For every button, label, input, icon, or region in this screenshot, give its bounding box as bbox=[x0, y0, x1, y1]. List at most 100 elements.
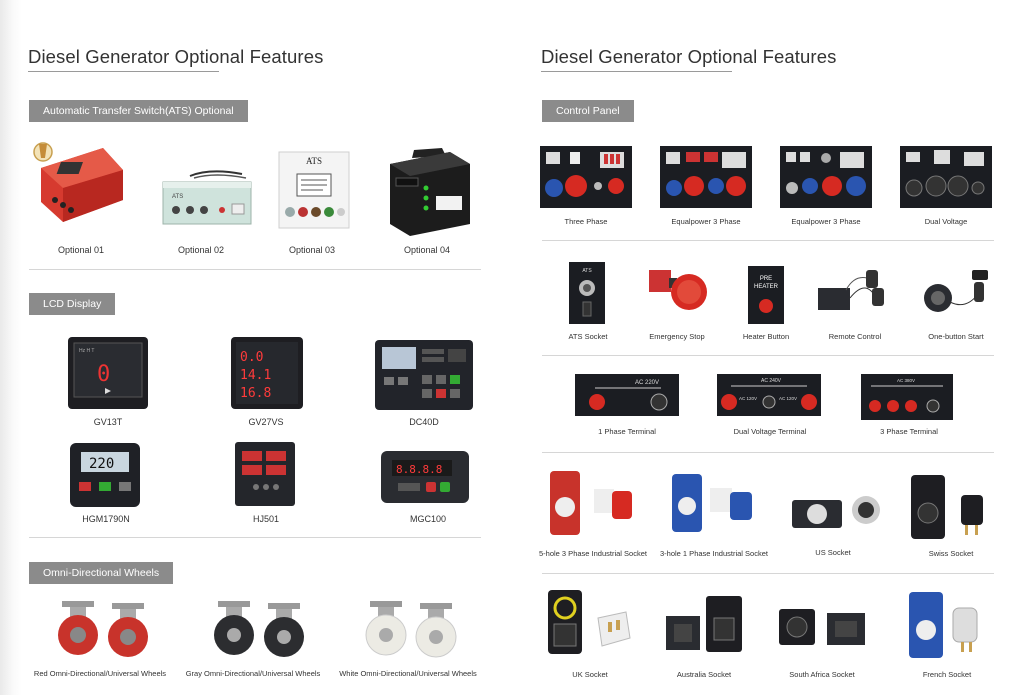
intl-caption-australia: Australia Socket bbox=[676, 670, 732, 679]
svg-text:Hz H T: Hz H T bbox=[79, 348, 94, 354]
panel-caption-equalpower-b: Equalpower 3 Phase bbox=[791, 217, 861, 226]
industrial-caption-3-hole: 3-hole 1 Phase Industrial Socket bbox=[660, 549, 768, 558]
terminal-220-label: AC 220V bbox=[635, 380, 659, 386]
gv27vs-line1: 0.0 bbox=[240, 350, 263, 365]
hgm-value: 220 bbox=[89, 456, 114, 472]
ats-caption-04: Optional 04 bbox=[403, 245, 451, 255]
socket-us-image bbox=[790, 490, 884, 538]
socket-australia-image bbox=[664, 592, 748, 658]
terminal-caption-1-phase: 1 Phase Terminal bbox=[598, 427, 656, 436]
industrial-caption-swiss: Swiss Socket bbox=[928, 549, 974, 558]
right-title-underline bbox=[541, 71, 732, 72]
left-page-title: Diesel Generator Optional Features bbox=[28, 46, 324, 67]
intl-caption-uk: UK Socket bbox=[572, 670, 608, 679]
ats03-title: ATS bbox=[306, 156, 322, 166]
industrial-caption-us: US Socket bbox=[815, 548, 851, 557]
wheels-caption-gray: Gray Omni-Directional/Universal Wheels bbox=[185, 669, 321, 678]
page-fold-shadow bbox=[0, 0, 22, 695]
section-band-lcd: LCD Display bbox=[29, 293, 116, 315]
controls-caption-remote-control: Remote Control bbox=[828, 332, 882, 341]
terminal-120b-label: AC 120V bbox=[779, 396, 797, 401]
socket-5-hole-3-phase-image bbox=[548, 467, 636, 539]
red-wheels-image bbox=[52, 597, 156, 661]
gray-wheels-image bbox=[208, 597, 312, 661]
ats-optional-01-image bbox=[33, 140, 129, 226]
lcd-hgm1790n-image: 220 bbox=[69, 442, 141, 508]
left-page: Diesel Generator Optional Features Autom… bbox=[0, 0, 481, 695]
lcd-gv13t-image: 0 Hz H T bbox=[67, 336, 149, 410]
section-band-control-panel: Control Panel bbox=[542, 100, 634, 122]
left-title-underline bbox=[28, 71, 219, 72]
ats-optional-02-image: ATS bbox=[160, 168, 256, 228]
socket-3-hole-1-phase-image bbox=[670, 470, 758, 536]
panel-three-phase-image bbox=[540, 146, 632, 208]
controls-caption-heater-button: Heater Button bbox=[742, 332, 790, 341]
terminal-120a-label: AC 120V bbox=[739, 396, 757, 401]
heater-label-1: PRE bbox=[760, 276, 772, 282]
one-button-start-image bbox=[916, 266, 992, 318]
controls-caption-one-button-start: One-button Start bbox=[928, 332, 984, 341]
intl-caption-french: French Socket bbox=[922, 670, 972, 679]
section-band-wheels: Omni-Directional Wheels bbox=[29, 562, 174, 584]
controls-caption-emergency-stop: Emergency Stop bbox=[649, 332, 705, 341]
separator bbox=[29, 269, 481, 270]
lcd-caption-hgm1790n: HGM1790N bbox=[82, 514, 130, 524]
lcd-caption-mgc100: MGC100 bbox=[409, 514, 446, 524]
terminal-3ph-label: AC 380V bbox=[897, 378, 915, 383]
panel-dual-voltage-image bbox=[900, 146, 992, 208]
separator bbox=[542, 355, 994, 356]
ats-caption-01: Optional 01 bbox=[57, 245, 105, 255]
ats-caption-02: Optional 02 bbox=[177, 245, 225, 255]
ats-socket-label: ATS bbox=[582, 268, 592, 274]
lcd-dc40d-image bbox=[374, 339, 474, 411]
socket-swiss-image bbox=[909, 473, 993, 543]
right-page-title: Diesel Generator Optional Features bbox=[541, 46, 837, 67]
section-band-ats: Automatic Transfer Switch(ATS) Optional bbox=[29, 100, 248, 122]
gv27vs-line3: 16.8 bbox=[240, 386, 271, 401]
lcd-caption-hj501: HJ501 bbox=[252, 514, 279, 524]
separator bbox=[542, 573, 994, 574]
lcd-mgc100-image: 8.8.8.8 bbox=[380, 450, 470, 504]
emergency-stop-image bbox=[645, 264, 711, 314]
heater-button-image: PRE HEATER bbox=[748, 266, 784, 324]
terminal-caption-3-phase: 3 Phase Terminal bbox=[880, 427, 938, 436]
separator bbox=[542, 240, 994, 241]
controls-caption-ats-socket: ATS Socket bbox=[568, 332, 608, 341]
separator bbox=[29, 537, 481, 538]
socket-uk-image bbox=[546, 588, 634, 658]
socket-french-image bbox=[907, 590, 987, 662]
wheels-caption-red: Red Omni-Directional/Universal Wheels bbox=[33, 669, 167, 678]
lcd-hj501-image bbox=[234, 441, 296, 507]
lcd-caption-dc40d: DC40D bbox=[409, 417, 439, 427]
svg-text:ATS: ATS bbox=[172, 194, 183, 200]
terminal-3-phase-image: AC 380V bbox=[861, 374, 953, 420]
separator bbox=[542, 452, 994, 453]
panel-caption-dual-voltage: Dual Voltage bbox=[924, 217, 968, 226]
white-wheels-image bbox=[360, 597, 464, 661]
terminal-1-phase-image: AC 220V bbox=[575, 374, 679, 416]
remote-control-image bbox=[816, 268, 892, 318]
right-page: Diesel Generator Optional Features Contr… bbox=[512, 0, 1024, 695]
ats-optional-04-image bbox=[384, 144, 472, 236]
terminal-dual-voltage-image: AC 240V AC 120V AC 120V bbox=[717, 374, 821, 416]
panel-equalpower-3phase-a-image bbox=[660, 146, 752, 208]
lcd-gv27vs-image: 0.0 14.1 16.8 bbox=[230, 336, 304, 410]
ats-caption-03: Optional 03 bbox=[288, 245, 336, 255]
industrial-caption-5-hole: 5-hole 3 Phase Industrial Socket bbox=[539, 549, 647, 558]
lcd-caption-gv27vs: GV27VS bbox=[248, 417, 284, 427]
terminal-240-label: AC 240V bbox=[761, 378, 782, 384]
lcd-caption-gv13t: GV13T bbox=[93, 417, 123, 427]
mgc-value: 8.8.8.8 bbox=[396, 463, 442, 476]
heater-label-2: HEATER bbox=[754, 284, 779, 290]
gv27vs-line2: 14.1 bbox=[240, 368, 271, 383]
wheels-caption-white: White Omni-Directional/Universal Wheels bbox=[339, 669, 477, 678]
intl-caption-south-africa: South Africa Socket bbox=[789, 670, 855, 679]
socket-south-africa-image bbox=[777, 603, 869, 653]
ats-optional-03-image: ATS bbox=[277, 150, 351, 230]
panel-caption-equalpower-a: Equalpower 3 Phase bbox=[671, 217, 741, 226]
ats-socket-image: ATS bbox=[569, 262, 605, 324]
panel-equalpower-3phase-b-image bbox=[780, 146, 872, 208]
gv13t-value: 0 bbox=[97, 362, 110, 387]
terminal-caption-dual-voltage: Dual Voltage Terminal bbox=[733, 427, 807, 436]
panel-caption-three-phase: Three Phase bbox=[564, 217, 608, 226]
